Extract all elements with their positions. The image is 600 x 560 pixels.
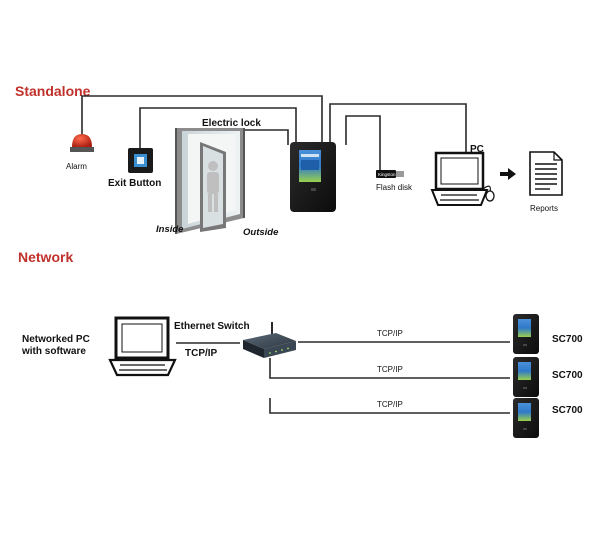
link-2-protocol: TCP/IP [377, 365, 403, 374]
flash-disk-label: Flash disk [376, 183, 413, 192]
networked-pc-label-line1: Networked PC [22, 334, 90, 345]
pc-label: PC [470, 144, 484, 155]
sc700-device-1 [513, 314, 539, 354]
ethernet-switch-icon [243, 322, 296, 358]
link-1-device: SC700 [552, 334, 583, 345]
alarm-icon [70, 134, 94, 152]
arrow-right-icon [500, 168, 516, 180]
pc-icon [430, 151, 495, 206]
link-1-protocol: TCP/IP [377, 329, 403, 338]
reports-document-icon [529, 151, 563, 196]
pc-switch-link-label: TCP/IP [185, 348, 218, 359]
sc700-device-2 [513, 357, 539, 397]
sc700-device-3 [513, 398, 539, 438]
outside-label: Outside [243, 227, 279, 238]
access-terminal-icon [290, 142, 336, 212]
networked-pc-label-line2: with software [21, 346, 86, 357]
flash-disk-icon: Kingston [376, 170, 404, 178]
alarm-label: Alarm [66, 162, 87, 171]
network-wiring [269, 341, 510, 414]
networked-pc-icon [108, 316, 177, 377]
ethernet-switch-label: Ethernet Switch [174, 321, 250, 332]
flash-disk-brand: Kingston [378, 172, 396, 177]
inside-label: Inside [156, 224, 184, 235]
exit-button-icon [128, 148, 153, 173]
link-3-device: SC700 [552, 405, 583, 416]
link-3-protocol: TCP/IP [377, 400, 403, 409]
electric-lock-label: Electric lock [202, 118, 261, 129]
section-title-standalone: Standalone [15, 83, 91, 99]
exit-button-label: Exit Button [108, 178, 161, 189]
person-icon [207, 161, 219, 212]
reports-label: Reports [530, 204, 558, 213]
section-title-network: Network [18, 249, 73, 265]
link-2-device: SC700 [552, 370, 583, 381]
